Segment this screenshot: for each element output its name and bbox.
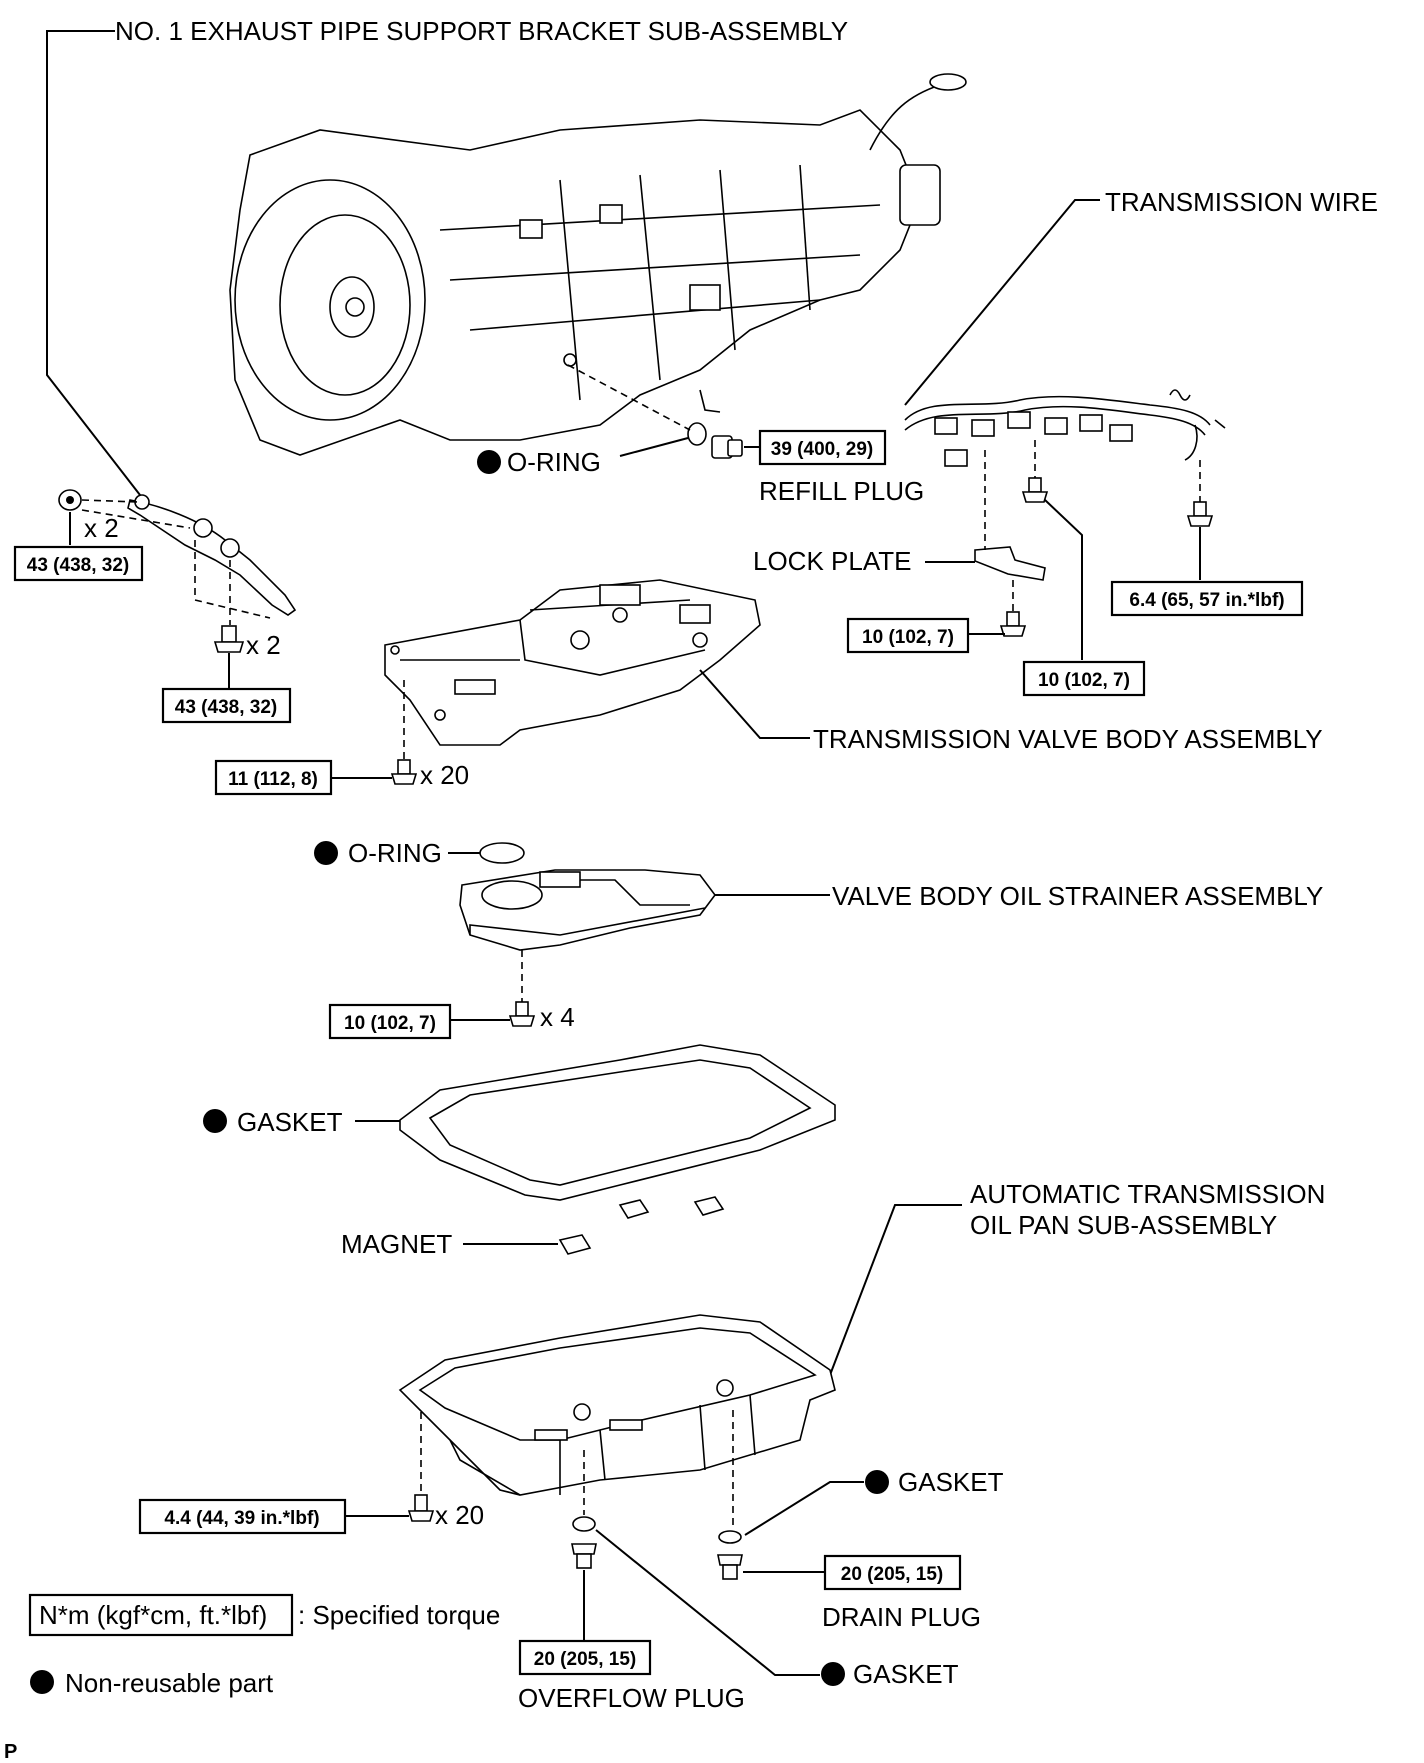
svg-text:43 (438, 32): 43 (438, 32) xyxy=(27,555,129,576)
pan-gasket-drawing xyxy=(399,1044,836,1201)
o-ring-upper-label: O-RING xyxy=(507,447,601,477)
overflow-gasket-drawing xyxy=(572,1516,596,1532)
magnet-drawing xyxy=(558,1196,725,1255)
torque-box-lock-plate-bolt: 10 (102, 7) xyxy=(846,617,970,654)
refill-plug-drawing xyxy=(711,435,743,459)
strainer-o-ring-drawing xyxy=(479,842,525,864)
drain-plug-drawing xyxy=(717,1554,743,1580)
non-reusable-mark-icon xyxy=(477,450,501,474)
strainer-label: VALVE BODY OIL STRAINER ASSEMBLY xyxy=(832,881,1323,911)
bracket-bolt-icon xyxy=(213,625,245,653)
leader-transmission-wire xyxy=(904,199,1100,406)
torque-box-overflow-plug: 20 (205, 15) xyxy=(518,1639,652,1676)
torque-box-strainer-bolt: 10 (102, 7) xyxy=(328,1003,452,1040)
gasket-overflow-label: GASKET xyxy=(853,1659,959,1689)
non-reusable-mark-icon xyxy=(30,1670,54,1694)
non-reusable-mark-icon xyxy=(314,841,338,865)
torque-box-wire-right-bolt: 6.4 (65, 57 in.*lbf) xyxy=(1110,580,1304,617)
torque-box-drain-plug: 20 (205, 15) xyxy=(823,1554,962,1591)
svg-text:43 (438, 32): 43 (438, 32) xyxy=(175,697,277,718)
svg-text:10 (102, 7): 10 (102, 7) xyxy=(862,627,954,648)
strainer-bolt-icon xyxy=(508,1001,536,1027)
oil-pan-drawing xyxy=(398,1314,836,1496)
valve-body-bolt-icon xyxy=(390,759,418,785)
svg-text:39 (400, 29): 39 (400, 29) xyxy=(771,439,873,460)
oil-pan-bolt-icon xyxy=(407,1494,435,1522)
non-reusable-mark-icon xyxy=(821,1662,845,1686)
overflow-plug-label: OVERFLOW PLUG xyxy=(518,1683,745,1713)
legend-non-reusable-text: Non-reusable part xyxy=(65,1668,274,1698)
valve-body-label: TRANSMISSION VALVE BODY ASSEMBLY xyxy=(813,724,1323,754)
bracket-bolt-qty: x 2 xyxy=(246,630,281,660)
legend-non-reusable: Non-reusable part xyxy=(30,1668,274,1698)
svg-text:10 (102, 7): 10 (102, 7) xyxy=(344,1013,436,1034)
svg-text:6.4 (65, 57 in.*lbf): 6.4 (65, 57 in.*lbf) xyxy=(1129,590,1284,611)
svg-text:11 (112, 8): 11 (112, 8) xyxy=(228,769,318,790)
o-ring-lower-label: O-RING xyxy=(348,838,442,868)
overflow-plug-drawing xyxy=(571,1543,597,1569)
gasket-drain-label: GASKET xyxy=(898,1467,1004,1497)
svg-text:10 (102, 7): 10 (102, 7) xyxy=(1038,670,1130,691)
svg-text:20 (205, 15): 20 (205, 15) xyxy=(841,1564,943,1585)
leader-valve-body xyxy=(699,669,810,739)
magnet-label: MAGNET xyxy=(341,1229,452,1259)
leader-exhaust-bracket xyxy=(46,30,141,496)
transmission-wire-drawing xyxy=(904,389,1226,467)
wire-mid-bolt-icon xyxy=(1021,477,1049,503)
bracket-nut-icon xyxy=(58,489,82,511)
torque-box-valve-body-bolt: 11 (112, 8) xyxy=(214,759,333,796)
strainer-bolt-qty: x 4 xyxy=(540,1002,575,1032)
strainer-drawing xyxy=(459,869,716,951)
bracket-nut-qty: x 2 xyxy=(84,513,119,543)
torque-box-refill-plug: 39 (400, 29) xyxy=(758,429,887,466)
lock-plate-label: LOCK PLATE xyxy=(753,546,911,576)
lock-plate-drawing xyxy=(974,546,1046,581)
oil-pan-label-line1: AUTOMATIC TRANSMISSION xyxy=(970,1179,1325,1209)
torque-box-oil-pan-bolt: 4.4 (44, 39 in.*lbf) xyxy=(138,1498,347,1535)
refill-plug-label: REFILL PLUG xyxy=(759,476,924,506)
oil-pan-bolt-qty: x 20 xyxy=(435,1500,484,1530)
svg-text:4.4 (44, 39 in.*lbf): 4.4 (44, 39 in.*lbf) xyxy=(164,1508,319,1529)
wire-right-bolt-icon xyxy=(1186,501,1214,527)
non-reusable-mark-icon xyxy=(203,1109,227,1133)
legend-torque: N*m (kgf*cm, ft.*lbf) : Specified torque xyxy=(28,1593,500,1637)
svg-text:20 (205, 15): 20 (205, 15) xyxy=(534,1649,636,1670)
lock-plate-bolt-icon xyxy=(999,611,1027,637)
valve-body-drawing xyxy=(384,579,761,746)
non-reusable-mark-icon xyxy=(865,1470,889,1494)
oil-pan-label-line2: OIL PAN SUB-ASSEMBLY xyxy=(970,1210,1277,1240)
refill-o-ring-drawing xyxy=(687,422,707,446)
torque-box-wire-mid-bolt: 10 (102, 7) xyxy=(1022,660,1146,697)
torque-box-bracket-bolt: 43 (438, 32) xyxy=(161,687,292,724)
exhaust-bracket-drawing xyxy=(127,494,297,616)
legend-torque-unit: N*m (kgf*cm, ft.*lbf) xyxy=(39,1600,267,1630)
gasket-pan-label: GASKET xyxy=(237,1107,343,1137)
torque-box-bracket-nut: 43 (438, 32) xyxy=(13,545,144,582)
valve-body-bolt-qty: x 20 xyxy=(420,760,469,790)
legend-torque-desc: : Specified torque xyxy=(298,1600,500,1630)
leader-gasket-overflow xyxy=(595,1529,820,1676)
drain-gasket-drawing xyxy=(718,1530,742,1544)
transmission-wire-label: TRANSMISSION WIRE xyxy=(1105,187,1378,217)
leader-oil-pan xyxy=(829,1204,962,1376)
drain-plug-label: DRAIN PLUG xyxy=(822,1602,981,1632)
exhaust-bracket-label: NO. 1 EXHAUST PIPE SUPPORT BRACKET SUB-A… xyxy=(115,16,848,46)
corner-mark: P xyxy=(4,1741,17,1763)
transmission-housing-drawing xyxy=(229,73,967,456)
